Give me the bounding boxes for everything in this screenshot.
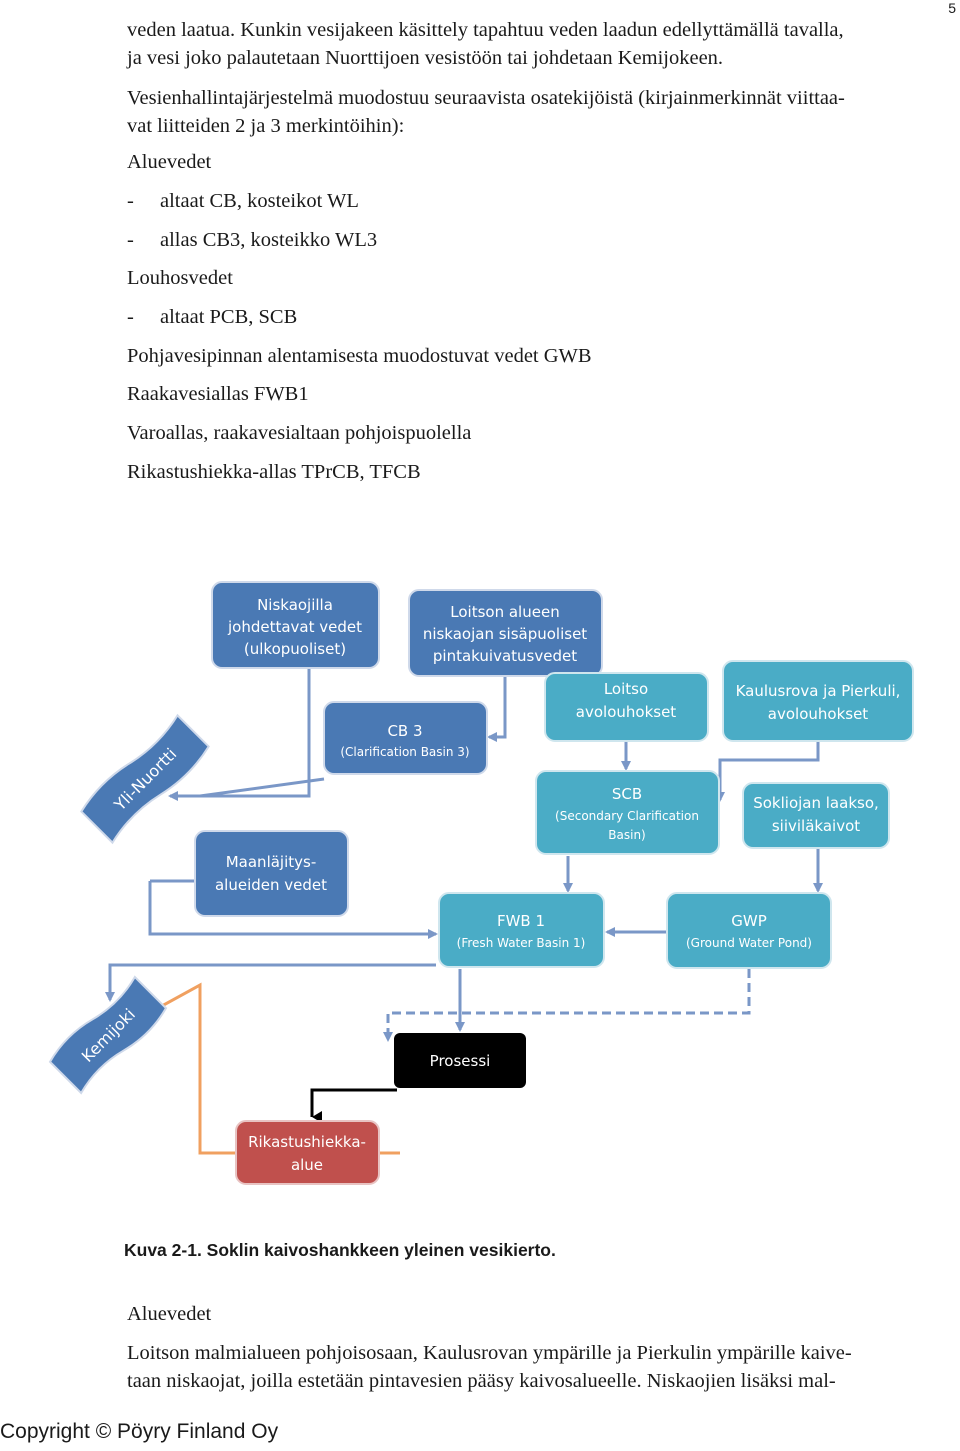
box-loitso-line-1: Loitso	[604, 680, 648, 698]
list-item: - altaat PCB, SCB	[127, 303, 297, 331]
box-scb-line-1: SCB	[612, 785, 642, 803]
connector-lines	[105, 668, 823, 1155]
box-prosessi-label: Prosessi	[430, 1052, 491, 1070]
top-paragraph-line-1: veden laatua. Kunkin vesijakeen käsittel…	[127, 19, 844, 41]
box-maanlajitys-line-1: Maanläjitys-	[226, 853, 317, 871]
louhosvedet-heading: Louhosvedet	[127, 267, 233, 289]
list-item-text: allas CB3, kosteikko WL3	[160, 229, 378, 251]
arrow-prosessi-to-rikastus	[310, 1088, 397, 1123]
box-niskaojilla-line-1: Niskaojilla	[257, 596, 333, 614]
arrow-fwb1-to-kemijoki	[105, 963, 436, 1002]
intro-paragraph-line-1: Vesienhallintajärjestelmä muodostuu seur…	[127, 87, 845, 109]
arrow-kaulusrova-to-scb	[715, 742, 820, 802]
raakavesi-line: Raakavesiallas FWB1	[127, 383, 309, 405]
list-dash: -	[127, 229, 134, 251]
arrow-loitson-alueen-to-cb3	[487, 676, 507, 742]
box-niskaojilla: Niskaojilla johdettavat vedet (ulkopuoli…	[211, 581, 380, 669]
box-cb3: CB 3 (Clarification Basin 3)	[323, 701, 488, 775]
box-gwp-line-2: (Ground Water Pond)	[686, 936, 812, 950]
box-rikastushiekka-line-1: Rikastushiekka-	[248, 1133, 366, 1151]
list-item-text: altaat PCB, SCB	[160, 306, 298, 328]
arrow-niskaojilla-to-yli-nuortti	[168, 668, 311, 801]
page-number: 5	[948, 0, 956, 16]
flag-kemijoki: Kemijoki	[48, 975, 168, 1095]
box-cb3-line-1: CB 3	[387, 722, 422, 740]
box-kaulusrova: Kaulusrova ja Pierkuli, avolouhokset	[722, 660, 914, 742]
box-scb-line-3: Basin)	[608, 828, 645, 842]
box-sokliojan: Sokliojan laakso, siiviläkaivot	[742, 782, 890, 849]
box-loitson-alueen: Loitson alueen niskaojan sisäpuoliset pi…	[408, 589, 603, 677]
box-loitso-avolouhokset: Loitso avolouhokset	[544, 672, 709, 742]
box-fwb1-line-2: (Fresh Water Basin 1)	[457, 936, 586, 950]
list-item-text: altaat CB, kosteikot WL	[160, 190, 359, 212]
box-fwb1: FWB 1 (Fresh Water Basin 1)	[438, 892, 605, 968]
box-sokliojan-line-2: siiviläkaivot	[772, 817, 860, 835]
box-gwp-line-1: GWP	[731, 912, 767, 930]
intro-paragraph-line-2: vat liitteiden 2 ja 3 merkintöihin):	[127, 115, 405, 137]
copyright-footer: Copyright © Pöyry Finland Oy	[0, 1420, 279, 1443]
box-kaulusrova-line-2: avolouhokset	[768, 705, 869, 723]
arrow-rikastus-to-kemijoki	[138, 982, 236, 1155]
box-scb: SCB (Secondary Clarification Basin)	[535, 770, 720, 855]
varoallas-line: Varoallas, raakavesialtaan pohjoispuolel…	[127, 422, 472, 444]
box-kaulusrova-line-1: Kaulusrova ja Pierkuli,	[736, 682, 901, 700]
box-fwb1-line-1: FWB 1	[497, 912, 545, 930]
bottom-paragraph-line-2: taan niskaojat, joilla estetään pintaves…	[127, 1370, 836, 1392]
bottom-paragraph-line-1: Loitson malmialueen pohjoisosaan, Kaulus…	[127, 1342, 852, 1364]
box-loitson-alueen-line-3: pintakuivatusvedet	[433, 647, 577, 665]
box-sokliojan-line-1: Sokliojan laakso,	[753, 794, 879, 812]
box-rikastushiekka: Rikastushiekka- alue	[235, 1120, 380, 1185]
bottom-heading: Aluevedet	[127, 1303, 212, 1325]
box-maanlajitys-line-2: alueiden vedet	[215, 876, 327, 894]
list-item: - altaat CB, kosteikot WL	[127, 187, 359, 215]
list-dash: -	[127, 306, 134, 328]
box-loitson-alueen-line-2: niskaojan sisäpuoliset	[423, 625, 587, 643]
list-item: - allas CB3, kosteikko WL3	[127, 226, 377, 254]
pohjavesi-line: Pohjavesipinnan alentamisesta muodostuva…	[127, 345, 592, 367]
box-cb3-line-2: (Clarification Basin 3)	[340, 745, 469, 759]
box-niskaojilla-line-3: (ulkopuoliset)	[244, 640, 346, 658]
box-niskaojilla-line-2: johdettavat vedet	[227, 618, 362, 636]
box-loitso-line-2: avolouhokset	[576, 703, 677, 721]
box-prosessi: Prosessi	[394, 1033, 526, 1088]
box-scb-line-2: (Secondary Clarification	[555, 809, 699, 823]
box-gwp: GWP (Ground Water Pond)	[666, 892, 832, 969]
water-cycle-diagram: Niskaojilla johdettavat vedet (ulkopuoli…	[48, 581, 914, 1185]
list-dash: -	[127, 190, 134, 212]
arrow-maanlajitys-down	[148, 881, 438, 939]
arrow-cb3-to-yli-nuortti	[199, 777, 325, 798]
top-paragraph-line-2: ja vesi joko palautetaan Nuorttijoen ves…	[127, 47, 724, 69]
dashed-gwp-to-prosessi	[383, 969, 751, 1042]
box-rikastushiekka-line-2: alue	[291, 1156, 323, 1174]
box-loitson-alueen-line-1: Loitson alueen	[450, 603, 559, 621]
box-maanlajitys: Maanläjitys- alueiden vedet	[194, 830, 349, 917]
flag-yli-nuortti: Yli-Nuortti	[80, 713, 210, 845]
rikastus-line: Rikastushiekka-allas TPrCB, TFCB	[127, 461, 421, 483]
figure-caption: Kuva 2-1. Soklin kaivoshankkeen yleinen …	[124, 1240, 556, 1260]
aluevedet-heading: Aluevedet	[127, 151, 212, 173]
